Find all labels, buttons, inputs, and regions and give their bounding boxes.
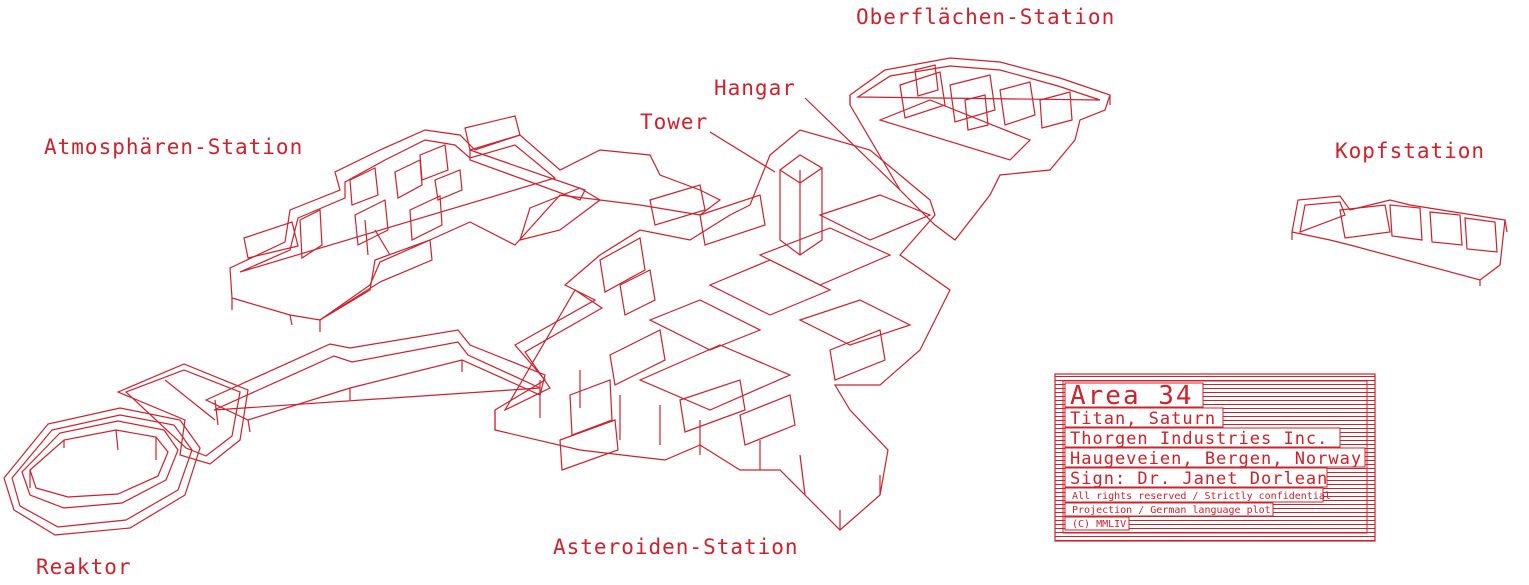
title-block-projection: Projection / German language plot: [1072, 505, 1271, 516]
label-kopfstation: Kopfstation: [1335, 139, 1485, 163]
kopfstation-building: [1291, 195, 1508, 286]
oberflaechen-station-building: [849, 57, 1111, 241]
label-oberflaechen-station: Oberflächen-Station: [856, 5, 1115, 29]
title-block-rights: All rights reserved / Strictly confident…: [1072, 491, 1331, 502]
title-block-sign: Sign: Dr. Janet Dorlean: [1070, 469, 1328, 489]
title-block: Area 34 Titan, Saturn Thorgen Industries…: [1054, 373, 1376, 542]
tower-leader-line: [709, 131, 776, 173]
hangar-leader-line: [804, 97, 901, 191]
label-reaktor: Reaktor: [36, 555, 132, 579]
title-block-company: Thorgen Industries Inc.: [1070, 429, 1328, 449]
corridor-reaktor: [204, 329, 546, 433]
central-complex: [494, 129, 951, 531]
label-atmosphaeren-station: Atmosphären-Station: [44, 135, 303, 159]
title-block-title: Area 34: [1070, 381, 1194, 411]
title-block-address: Haugeveien, Bergen, Norway: [1070, 449, 1362, 469]
label-asteroiden-station: Asteroiden-Station: [553, 535, 799, 559]
label-tower: Tower: [640, 110, 708, 134]
title-block-location: Titan, Saturn: [1070, 409, 1216, 429]
reaktor-building: [3, 363, 249, 536]
title-block-copyright: (C) MMLIV: [1072, 519, 1126, 530]
label-hangar: Hangar: [714, 76, 796, 100]
atmosphaeren-station-building: [229, 115, 722, 332]
